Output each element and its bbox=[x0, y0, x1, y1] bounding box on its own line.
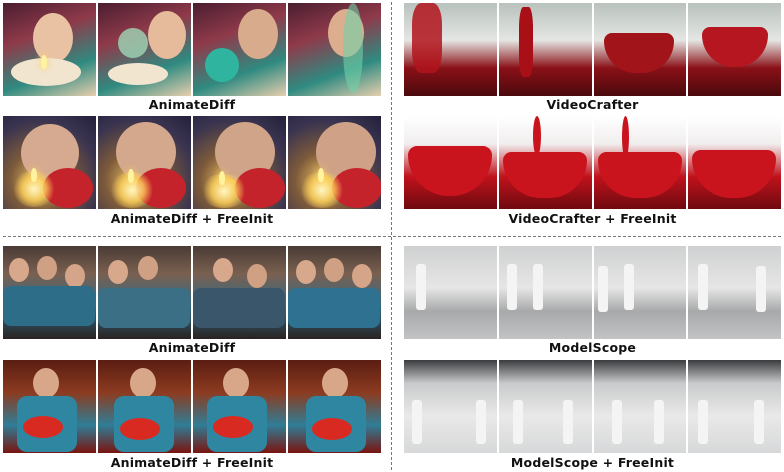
video-frame bbox=[404, 116, 497, 209]
caption-animatediff-band: AnimateDiff bbox=[148, 340, 236, 355]
caption-animatediff-freeinit-candle: AnimateDiff + FreeInit bbox=[110, 211, 274, 226]
modelscope-freeinit-fencing-strip bbox=[404, 360, 781, 453]
video-frame bbox=[98, 3, 191, 96]
caption-animatediff-birthday: AnimateDiff bbox=[148, 97, 236, 112]
video-frame bbox=[3, 360, 96, 453]
video-frame bbox=[98, 246, 191, 339]
videocrafter-freeinit-wine-strip bbox=[404, 116, 781, 209]
animatediff-band-strip bbox=[3, 246, 381, 339]
video-frame bbox=[3, 3, 96, 96]
video-frame bbox=[3, 116, 96, 209]
video-frame bbox=[404, 360, 497, 453]
video-frame bbox=[288, 3, 381, 96]
animatediff-freeinit-candle-strip bbox=[3, 116, 381, 209]
video-frame bbox=[593, 3, 687, 96]
video-frame bbox=[3, 246, 96, 339]
animatediff-birthday-strip bbox=[3, 3, 381, 96]
video-frame bbox=[498, 360, 592, 453]
video-frame bbox=[98, 360, 191, 453]
video-frame bbox=[498, 116, 592, 209]
video-frame bbox=[688, 246, 781, 339]
video-frame bbox=[193, 246, 286, 339]
video-frame bbox=[498, 3, 592, 96]
video-frame bbox=[193, 360, 286, 453]
video-frame bbox=[288, 246, 381, 339]
horizontal-divider bbox=[3, 236, 781, 237]
video-frame bbox=[404, 3, 497, 96]
video-frame bbox=[498, 246, 592, 339]
video-frame bbox=[193, 116, 286, 209]
video-frame bbox=[593, 360, 687, 453]
caption-modelscope-fencing: ModelScope bbox=[548, 340, 637, 355]
caption-animatediff-freeinit-guitar: AnimateDiff + FreeInit bbox=[110, 455, 274, 470]
video-frame bbox=[404, 246, 497, 339]
animatediff-freeinit-guitar-strip bbox=[3, 360, 381, 453]
modelscope-fencing-strip bbox=[404, 246, 781, 339]
video-frame bbox=[593, 246, 687, 339]
video-frame bbox=[688, 360, 781, 453]
video-frame bbox=[288, 116, 381, 209]
video-frame bbox=[593, 116, 687, 209]
caption-videocrafter-wine: VideoCrafter bbox=[546, 97, 639, 112]
caption-videocrafter-freeinit-wine: VideoCrafter + FreeInit bbox=[508, 211, 677, 226]
videocrafter-wine-strip bbox=[404, 3, 781, 96]
video-frame bbox=[288, 360, 381, 453]
video-frame bbox=[98, 116, 191, 209]
video-frame bbox=[193, 3, 286, 96]
video-frame bbox=[688, 3, 781, 96]
video-frame bbox=[688, 116, 781, 209]
caption-modelscope-freeinit-fencing: ModelScope + FreeInit bbox=[510, 455, 675, 470]
